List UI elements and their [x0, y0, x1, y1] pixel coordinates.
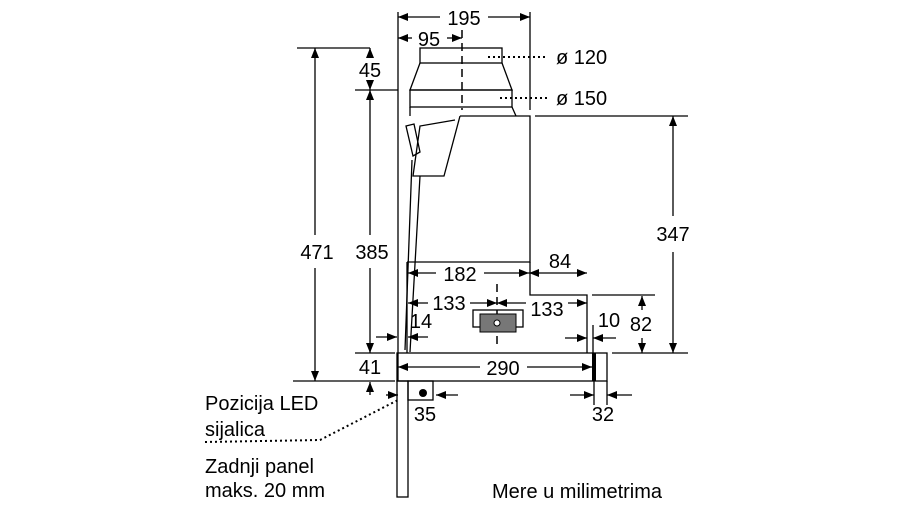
dim-471: 471 — [300, 242, 333, 264]
dim-41: 41 — [359, 357, 381, 379]
dim-347: 347 — [656, 224, 689, 246]
rear-panel — [396, 12, 409, 498]
rear-panel-label: Zadnji panel — [205, 456, 314, 478]
dim-dia-150: ø 150 — [556, 88, 607, 110]
dim-14: 14 — [410, 311, 432, 333]
dim-133-left: 133 — [432, 293, 465, 315]
dim-82: 82 — [630, 314, 652, 336]
dim-290: 290 — [486, 358, 519, 380]
dim-32: 32 — [592, 404, 614, 426]
dim-45: 45 — [359, 60, 381, 82]
dim-dia-120: ø 120 — [556, 47, 607, 69]
led-position-label: Pozicija LED — [205, 393, 318, 415]
exhaust-duct — [409, 30, 517, 117]
dim-385: 385 — [355, 242, 388, 264]
dim-95: 95 — [418, 29, 440, 51]
base-plate — [396, 352, 608, 382]
led-light-icon — [407, 380, 434, 401]
dim-182: 182 — [443, 264, 476, 286]
dim-133-right: 133 — [530, 299, 563, 321]
led-position-label-2: sijalica — [205, 419, 266, 441]
dim-35: 35 — [414, 404, 436, 426]
dimension-arrows — [311, 13, 677, 399]
dim-195: 195 — [447, 8, 480, 30]
grease-filter-icon — [472, 309, 524, 333]
leader-led — [204, 399, 399, 443]
units-note: Mere u milimetrima — [492, 481, 663, 503]
rear-panel-label-2: maks. 20 mm — [205, 480, 325, 502]
dim-84: 84 — [549, 251, 571, 273]
extension-lines — [293, 12, 688, 405]
dim-10: 10 — [598, 310, 620, 332]
